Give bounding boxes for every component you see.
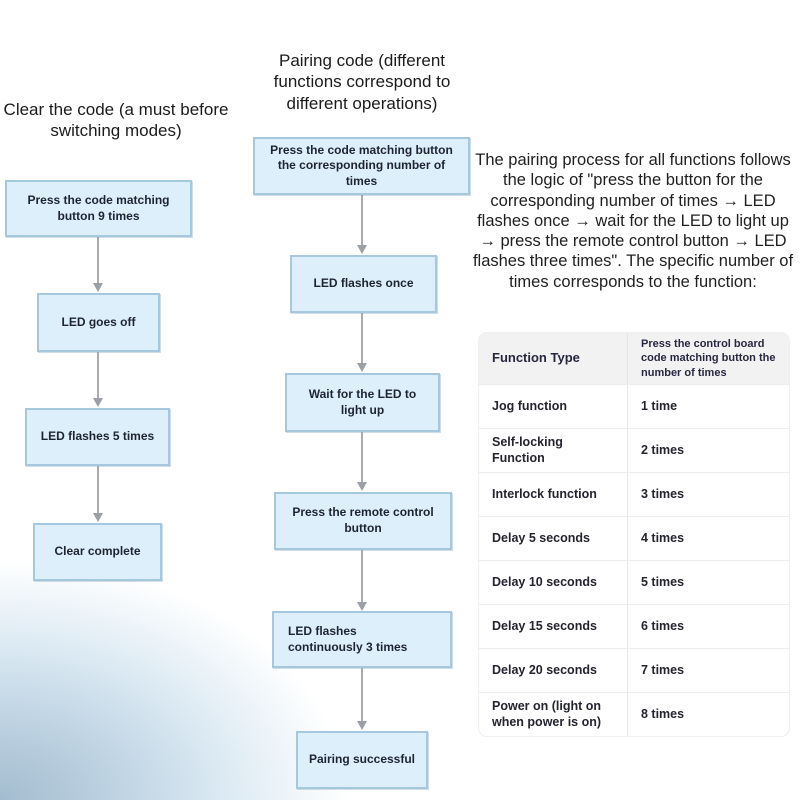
- pairing-description: The pairing process for all functions fo…: [472, 151, 794, 291]
- table-row: Delay 10 seconds 5 times: [479, 559, 789, 604]
- times-cell: 8 times: [627, 692, 789, 736]
- table-row: Interlock function 3 times: [479, 471, 789, 516]
- pairing-flow-step-1: Press the code matching button the corre…: [253, 137, 470, 195]
- clear-flow-title: Clear the code (a must before switching …: [3, 100, 229, 141]
- flow-arrow-icon: [357, 432, 367, 491]
- arrow-head-icon: [93, 398, 103, 407]
- arrow-head-icon: [357, 245, 367, 254]
- times-cell: 2 times: [627, 428, 789, 472]
- function-type-cell: Interlock function: [492, 487, 597, 502]
- flow-arrow-icon: [357, 195, 367, 254]
- table-row: Power on (light on when power is on) 8 t…: [479, 691, 789, 736]
- flow-arrow-icon: [93, 352, 103, 407]
- arrow-head-icon: [357, 482, 367, 491]
- flow-arrow-icon: [357, 313, 367, 372]
- function-type-cell: Delay 20 seconds: [492, 663, 597, 678]
- table-header-row: Function Type Press the control board co…: [479, 333, 789, 384]
- flow-arrow-icon: [93, 237, 103, 292]
- arrow-head-icon: [357, 602, 367, 611]
- arrow-head-icon: [93, 283, 103, 292]
- clear-flow-step-3: LED flashes 5 times: [25, 408, 170, 466]
- table-header-function-type: Function Type: [492, 350, 580, 365]
- function-type-cell: Power on (light on when power is on): [492, 699, 602, 730]
- pairing-flow-step-3: Wait for the LED to light up: [285, 373, 440, 432]
- clear-flow-step-2: LED goes off: [37, 293, 160, 352]
- table-row: Self-locking Function 2 times: [479, 427, 789, 472]
- flow-arrow-icon: [357, 668, 367, 730]
- arrow-head-icon: [357, 363, 367, 372]
- clear-flow-step-1: Press the code matching button 9 times: [5, 180, 192, 237]
- flow-arrow-icon: [357, 550, 367, 611]
- times-cell: 7 times: [627, 648, 789, 692]
- arrow-head-icon: [357, 721, 367, 730]
- flow-arrow-icon: [93, 466, 103, 522]
- pairing-flow-step-2: LED flashes once: [290, 255, 437, 313]
- times-cell: 4 times: [627, 516, 789, 560]
- times-cell: 5 times: [627, 560, 789, 604]
- times-cell: 1 time: [627, 384, 789, 428]
- table-header-press-times: Press the control board code matching bu…: [627, 333, 789, 384]
- table-row: Delay 15 seconds 6 times: [479, 603, 789, 648]
- function-type-cell: Delay 15 seconds: [492, 619, 597, 634]
- function-type-cell: Delay 10 seconds: [492, 575, 597, 590]
- function-type-cell: Jog function: [492, 399, 567, 414]
- pairing-flow-step-5: LED flashes continuously 3 times: [272, 611, 452, 668]
- table-row: Jog function 1 time: [479, 383, 789, 428]
- pairing-flow-title: Pairing code (different functions corres…: [273, 51, 451, 113]
- times-cell: 3 times: [627, 472, 789, 516]
- function-type-cell: Delay 5 seconds: [492, 531, 590, 546]
- table-row: Delay 20 seconds 7 times: [479, 647, 789, 692]
- function-type-cell: Self-locking Function: [492, 435, 563, 466]
- pairing-flow-step-4: Press the remote control button: [274, 492, 452, 550]
- arrow-head-icon: [93, 513, 103, 522]
- times-cell: 6 times: [627, 604, 789, 648]
- pairing-flow-step-6: Pairing successful: [296, 731, 428, 789]
- table-row: Delay 5 seconds 4 times: [479, 515, 789, 560]
- function-times-table: Function Type Press the control board co…: [478, 332, 790, 737]
- clear-flow-step-4: Clear complete: [33, 523, 162, 581]
